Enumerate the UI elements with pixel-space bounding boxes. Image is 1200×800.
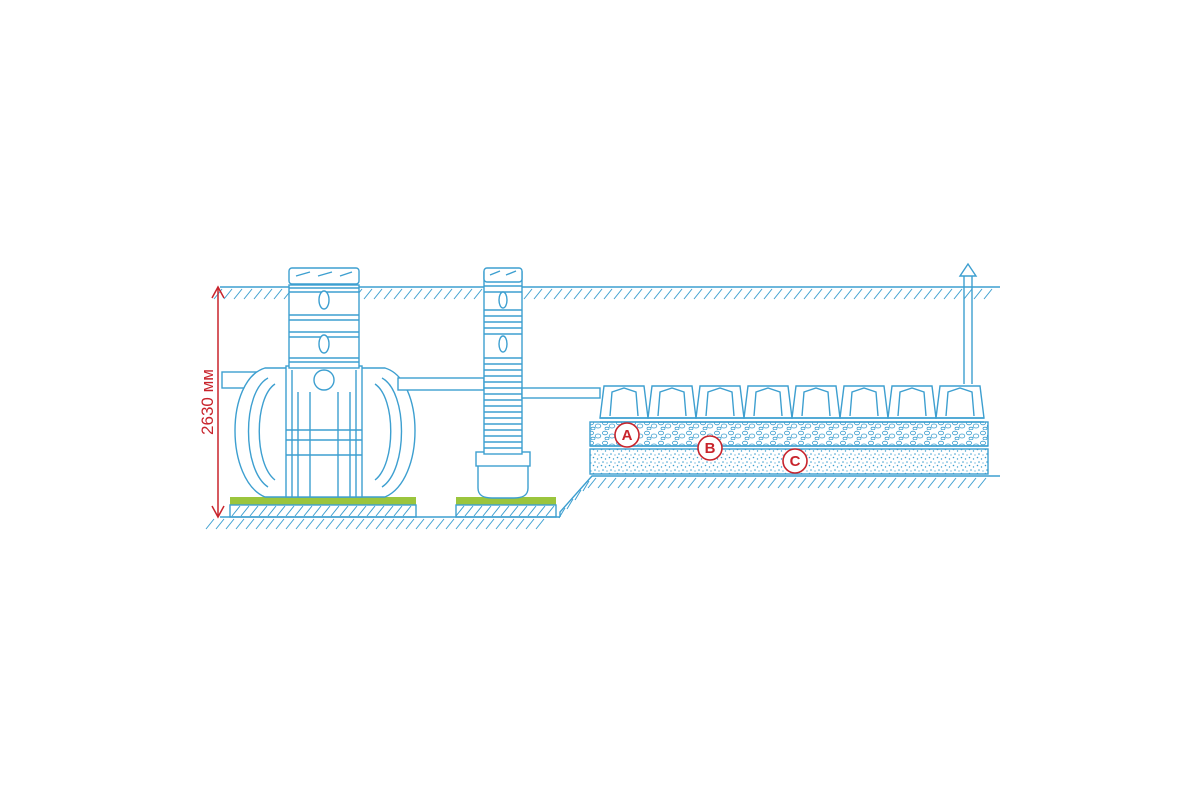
marker-c: C	[782, 448, 808, 474]
marker-a: A	[614, 422, 640, 448]
connecting-pipe-2	[521, 387, 601, 399]
ground-slope	[558, 475, 1000, 519]
marker-b: B	[697, 435, 723, 461]
marker-b-label: B	[705, 440, 716, 457]
ground-bottom-left	[205, 516, 560, 530]
marker-c-label: C	[790, 453, 801, 470]
distribution-well	[475, 267, 531, 499]
septic-tank	[221, 267, 416, 498]
vent-arrow-icon	[958, 262, 978, 384]
height-dimension: 2630 мм	[198, 285, 225, 519]
marker-a-label: A	[622, 427, 633, 444]
base-slab-tank	[229, 497, 417, 518]
base-slab-well	[455, 497, 557, 518]
infiltration-tunnels	[599, 385, 985, 423]
gravel-layer	[589, 421, 989, 447]
connecting-pipe-1	[397, 377, 485, 391]
height-dimension-label: 2630 мм	[198, 369, 217, 435]
